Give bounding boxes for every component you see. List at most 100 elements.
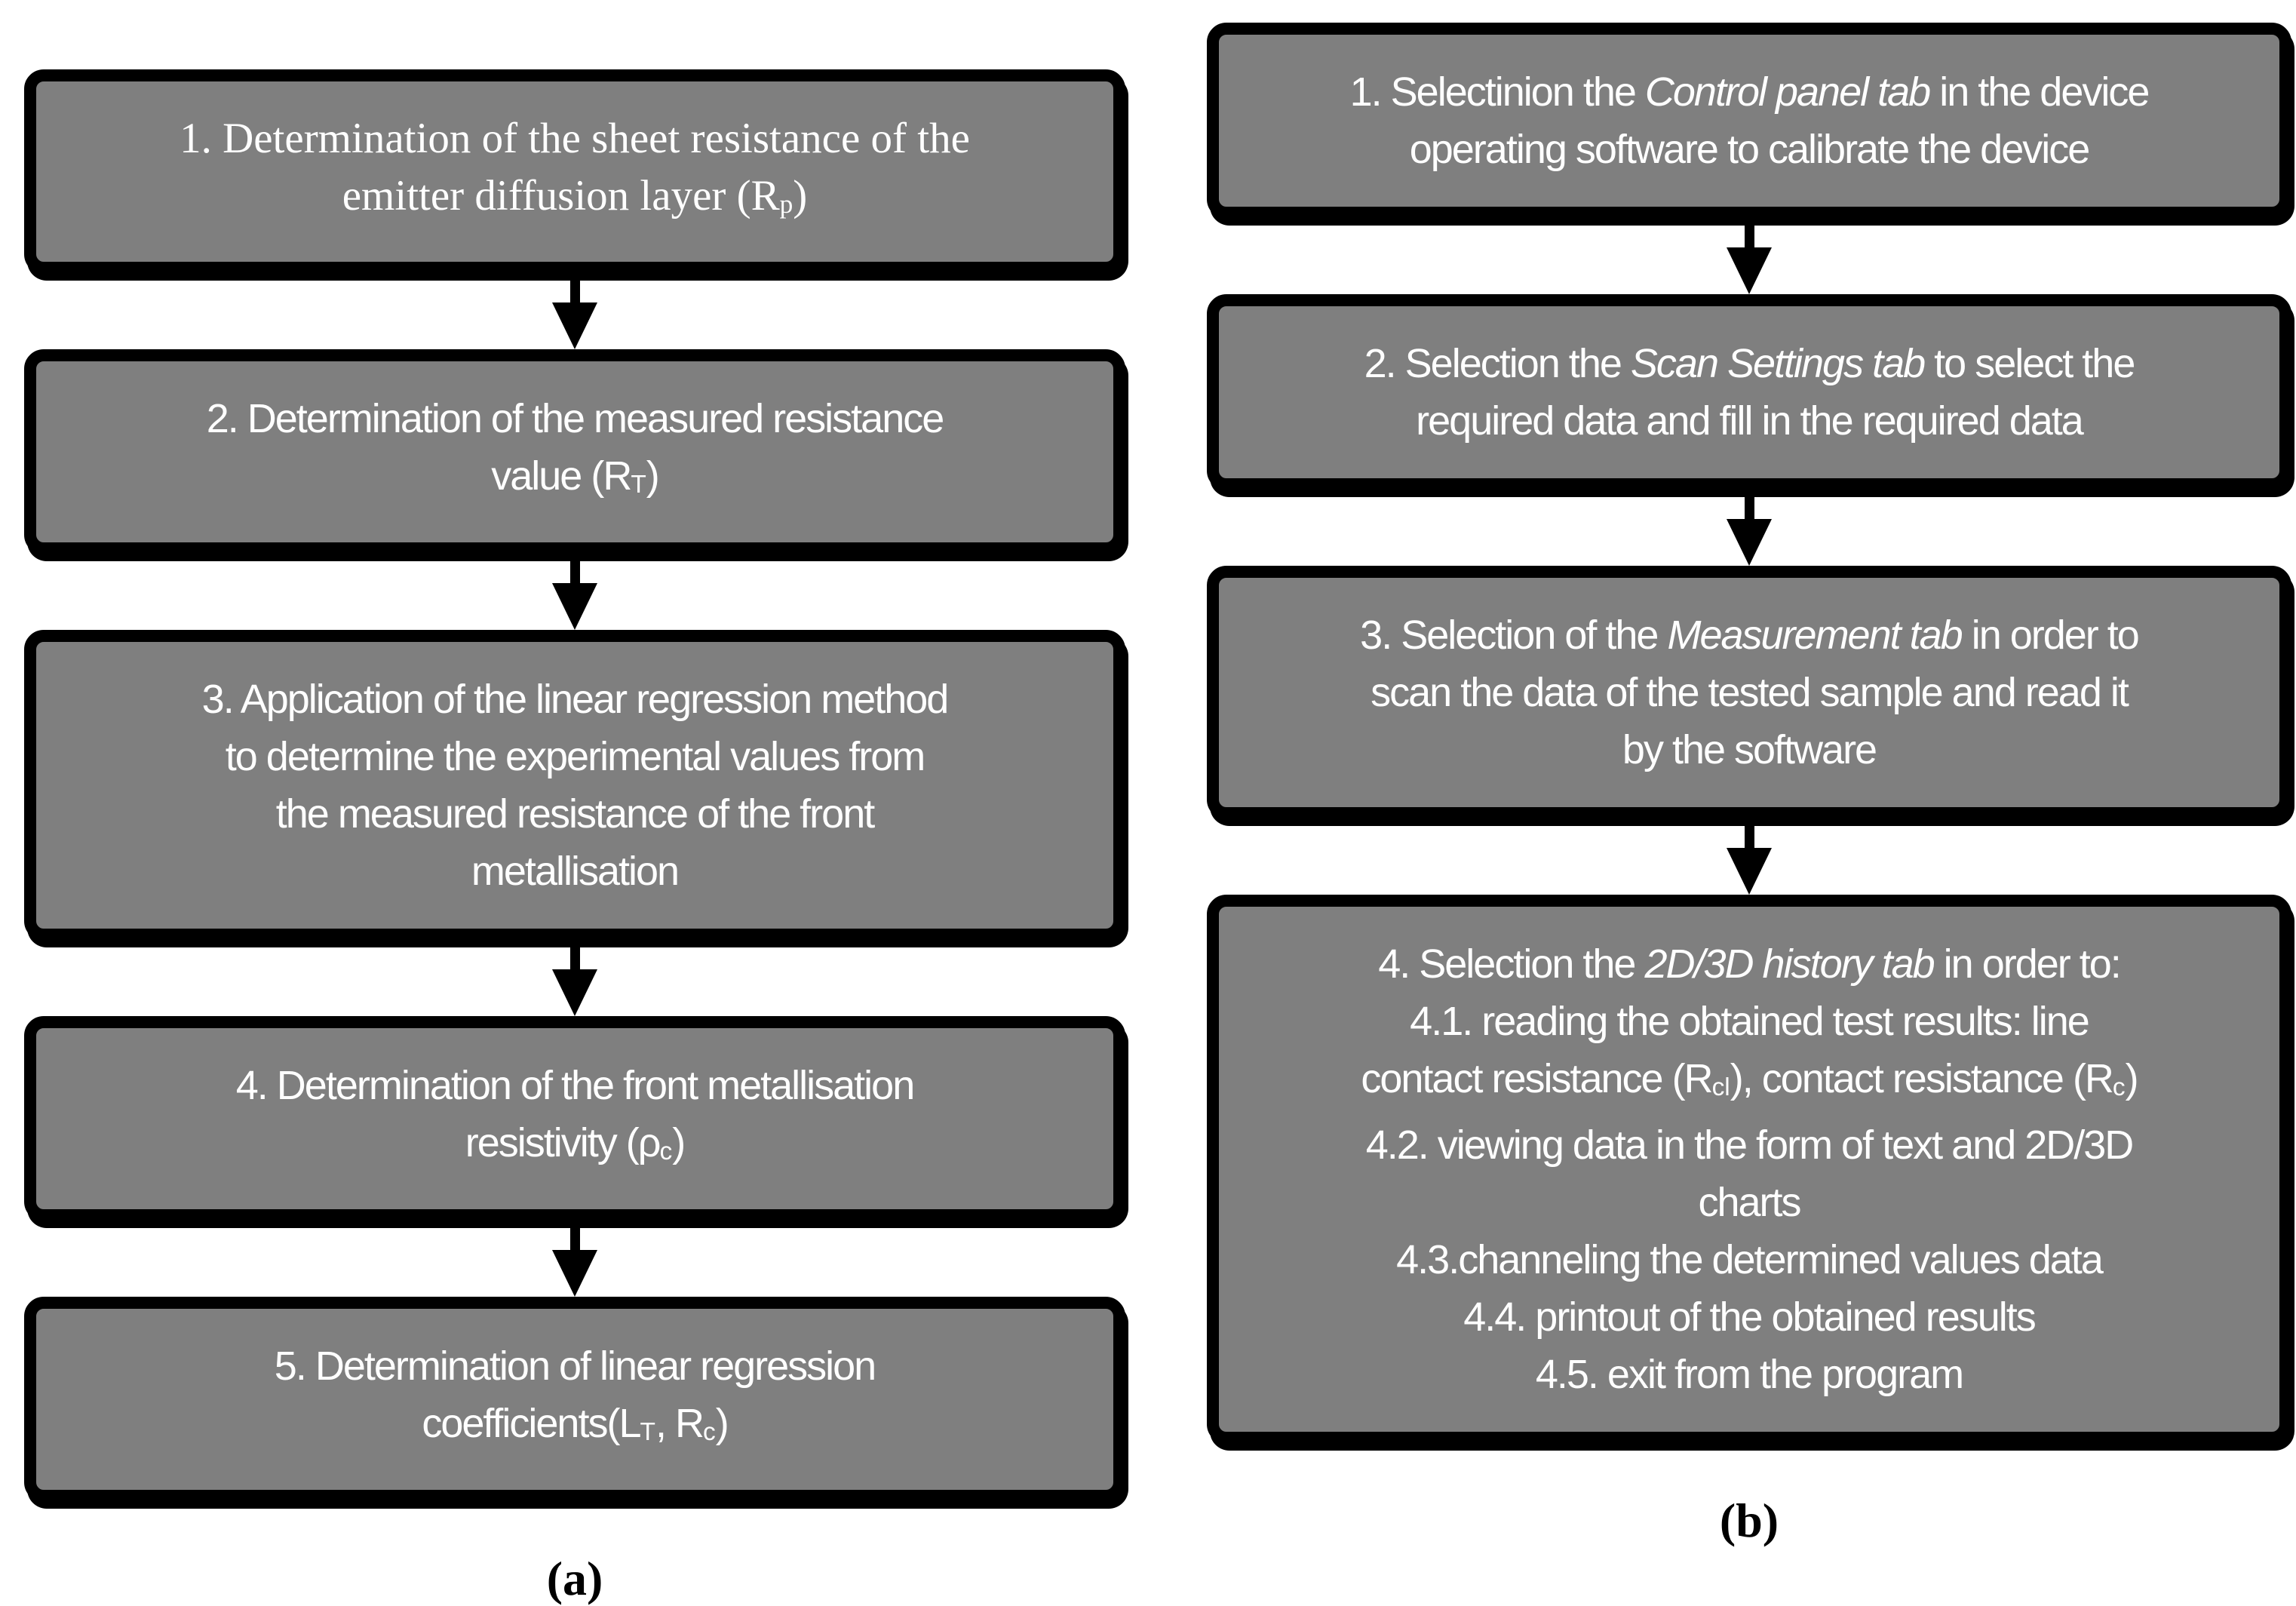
- flow-box-line: 4. Determination of the front metallisat…: [50, 1057, 1100, 1114]
- flow-box-line: scan the data of the tested sample and r…: [1232, 664, 2266, 721]
- flow-box-line: 3. Selection of the Measurement tab in o…: [1232, 606, 2266, 664]
- flow-box-line: 1. Selectinion the Control panel tab in …: [1232, 63, 2266, 121]
- text-segment: 5. Determination of linear regression: [274, 1343, 876, 1390]
- text-segment: ): [715, 1401, 729, 1447]
- arrow-down-icon: [1207, 819, 2291, 895]
- subscript-text: cl: [1711, 1073, 1730, 1102]
- flow-box-line: 2. Determination of the measured resista…: [50, 390, 1100, 447]
- flow-box-line: by the software: [1232, 721, 2266, 778]
- arrow-down-icon: [24, 1221, 1125, 1297]
- flow-box-line: emitter diffusion layer (Rp): [50, 167, 1100, 233]
- column-a-caption: (a): [546, 1552, 603, 1606]
- arrow-down-icon: [24, 274, 1125, 350]
- text-segment: operating software to calibrate the devi…: [1409, 127, 2091, 172]
- flow-box-a-4: 4. Determination of the front metallisat…: [24, 1016, 1125, 1222]
- flow-box-line: the measured resistance of the front: [50, 785, 1100, 843]
- text-segment: Scan Settings tab: [1630, 341, 1926, 386]
- flow-box-line: 4.4. printout of the obtained results: [1232, 1288, 2266, 1346]
- text-segment: charts: [1698, 1180, 1801, 1226]
- flow-box-line: 4.2. viewing data in the form of text an…: [1232, 1116, 2266, 1174]
- text-segment: 4.4. printout of the obtained results: [1463, 1294, 2037, 1340]
- flow-box-line: 2. Selection the Scan Settings tab to se…: [1232, 335, 2266, 392]
- subscript-text: c: [702, 1418, 716, 1447]
- flowchart-figure: 1. Determination of the sheet resistance…: [24, 23, 2291, 1605]
- arrow-head: [552, 583, 597, 631]
- arrow-shaft: [569, 941, 580, 970]
- arrow-shaft: [1744, 219, 1754, 247]
- text-segment: 2. Determination of the measured resista…: [206, 396, 945, 442]
- flow-box-b-4: 4. Selection the 2D/3D history tab in or…: [1207, 895, 2291, 1445]
- flowchart-column-a: 1. Determination of the sheet resistance…: [24, 0, 1125, 1606]
- arrow-head: [552, 1250, 597, 1297]
- subscript-text: p: [779, 189, 793, 220]
- flow-box-line: metallisation: [50, 843, 1100, 900]
- arrow-shaft: [569, 1221, 580, 1251]
- column-b-caption: (b): [1719, 1494, 1779, 1548]
- text-segment: to determine the experimental values fro…: [225, 734, 925, 780]
- text-segment: 2D/3D history tab: [1644, 941, 1935, 987]
- text-segment: the measured resistance of the front: [275, 791, 875, 837]
- text-segment: resistivity (ρ: [465, 1120, 661, 1166]
- text-segment: coefficients(L: [422, 1401, 641, 1447]
- text-segment: 4. Determination of the front metallisat…: [235, 1063, 915, 1109]
- text-segment: scan the data of the tested sample and r…: [1371, 670, 2129, 715]
- flow-box-line: resistivity (ρc): [50, 1114, 1100, 1181]
- flow-box-line: to determine the experimental values fro…: [50, 728, 1100, 785]
- arrow-shaft: [1744, 819, 1754, 848]
- flow-box-line: 1. Determination of the sheet resistance…: [50, 110, 1100, 167]
- flow-box-line: contact resistance (Rcl), contact resist…: [1232, 1050, 2266, 1116]
- arrow-head: [1727, 519, 1772, 566]
- text-segment: in the device: [1929, 69, 2150, 115]
- arrow-down-icon: [1207, 219, 2291, 294]
- subscript-text: c: [659, 1138, 673, 1166]
- arrow-shaft: [1744, 490, 1754, 519]
- arrow-head: [1727, 848, 1772, 895]
- subscript-text: c: [2112, 1073, 2126, 1102]
- arrow-down-icon: [24, 554, 1125, 631]
- flow-box-line: required data and fill in the required d…: [1232, 392, 2266, 450]
- text-segment: 4.3.channeling the determined values dat…: [1396, 1237, 2104, 1283]
- flow-box-b-1: 1. Selectinion the Control panel tab in …: [1207, 23, 2291, 219]
- text-segment: value (R: [491, 453, 632, 499]
- column-a-boxes: 1. Determination of the sheet resistance…: [24, 69, 1125, 1503]
- text-segment: in order to: [1961, 613, 2140, 658]
- flow-box-line: 5. Determination of linear regression: [50, 1337, 1100, 1395]
- text-segment: , R: [655, 1401, 704, 1447]
- text-segment: metallisation: [471, 849, 680, 895]
- flow-box-line: 4.5. exit from the program: [1232, 1346, 2266, 1403]
- flow-box-line: 4. Selection the 2D/3D history tab in or…: [1232, 935, 2266, 993]
- text-segment: 2. Selection the: [1364, 341, 1631, 386]
- flow-box-line: operating software to calibrate the devi…: [1232, 121, 2266, 178]
- text-segment: ): [672, 1120, 686, 1166]
- text-segment: ): [646, 453, 660, 499]
- subscript-text: T: [631, 471, 646, 499]
- text-segment: ): [793, 172, 808, 220]
- flow-box-line: coefficients(LT, Rc): [50, 1395, 1100, 1461]
- text-segment: Control panel tab: [1644, 69, 1931, 115]
- arrow-shaft: [569, 554, 580, 584]
- text-segment: Measurement tab: [1667, 613, 1963, 658]
- text-segment: in order to:: [1933, 941, 2122, 987]
- flow-box-line: 4.1. reading the obtained test results: …: [1232, 993, 2266, 1050]
- arrow-down-icon: [1207, 490, 2291, 566]
- flow-box-a-5: 5. Determination of linear regression coe…: [24, 1297, 1125, 1503]
- flow-box-line: 3. Application of the linear regression …: [50, 671, 1100, 728]
- flow-box-line: value (RT): [50, 447, 1100, 514]
- arrow-head: [552, 302, 597, 350]
- text-segment: 4.1. reading the obtained test results: …: [1410, 999, 2090, 1044]
- text-segment: by the software: [1622, 727, 1877, 772]
- arrow-down-icon: [24, 941, 1125, 1017]
- text-segment: to select the: [1924, 341, 2135, 386]
- arrow-head: [1727, 247, 1772, 294]
- text-segment: ), contact resistance (R: [1730, 1056, 2114, 1101]
- flow-box-b-2: 2. Selection the Scan Settings tab to se…: [1207, 294, 2291, 490]
- text-segment: 1. Selectinion the: [1349, 69, 1645, 115]
- flow-box-line: 4.3.channeling the determined values dat…: [1232, 1231, 2266, 1288]
- flow-box-a-2: 2. Determination of the measured resista…: [24, 349, 1125, 555]
- text-segment: contact resistance (R: [1361, 1056, 1713, 1101]
- text-segment: 4.2. viewing data in the form of text an…: [1365, 1122, 2135, 1168]
- flow-box-line: charts: [1232, 1174, 2266, 1231]
- text-segment: 3. Application of the linear regression …: [201, 677, 950, 723]
- text-segment: required data and fill in the required d…: [1416, 398, 2084, 444]
- text-segment: emitter diffusion layer (R: [342, 172, 780, 220]
